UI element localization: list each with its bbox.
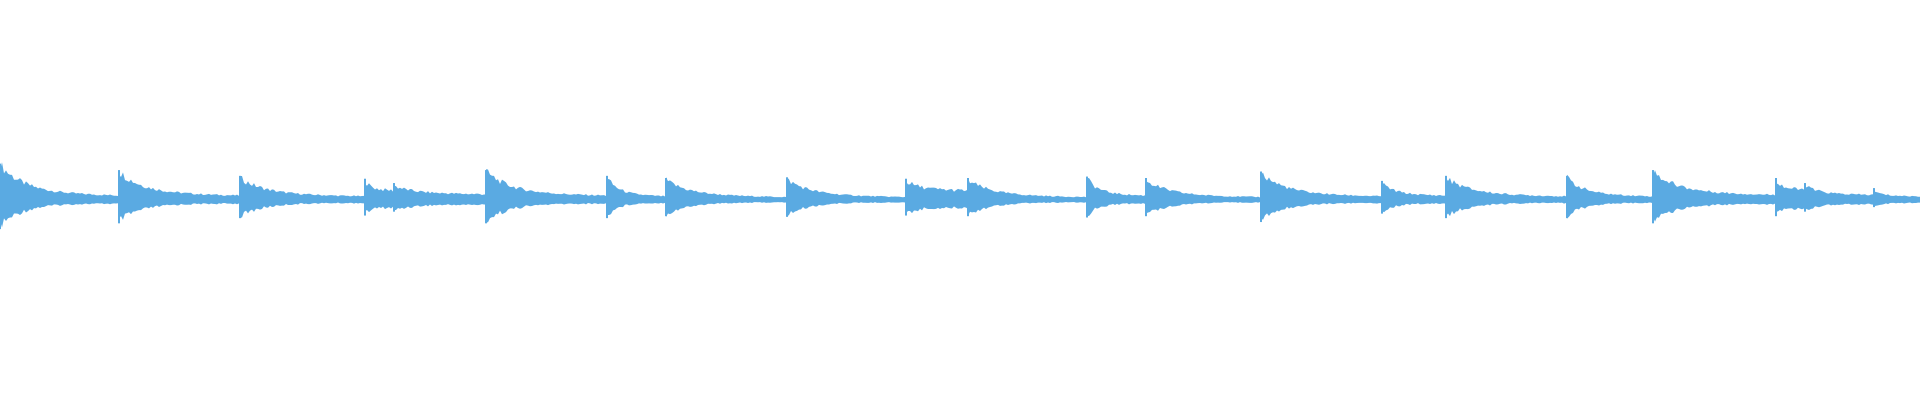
- waveform-amplitude-path: [0, 162, 1920, 228]
